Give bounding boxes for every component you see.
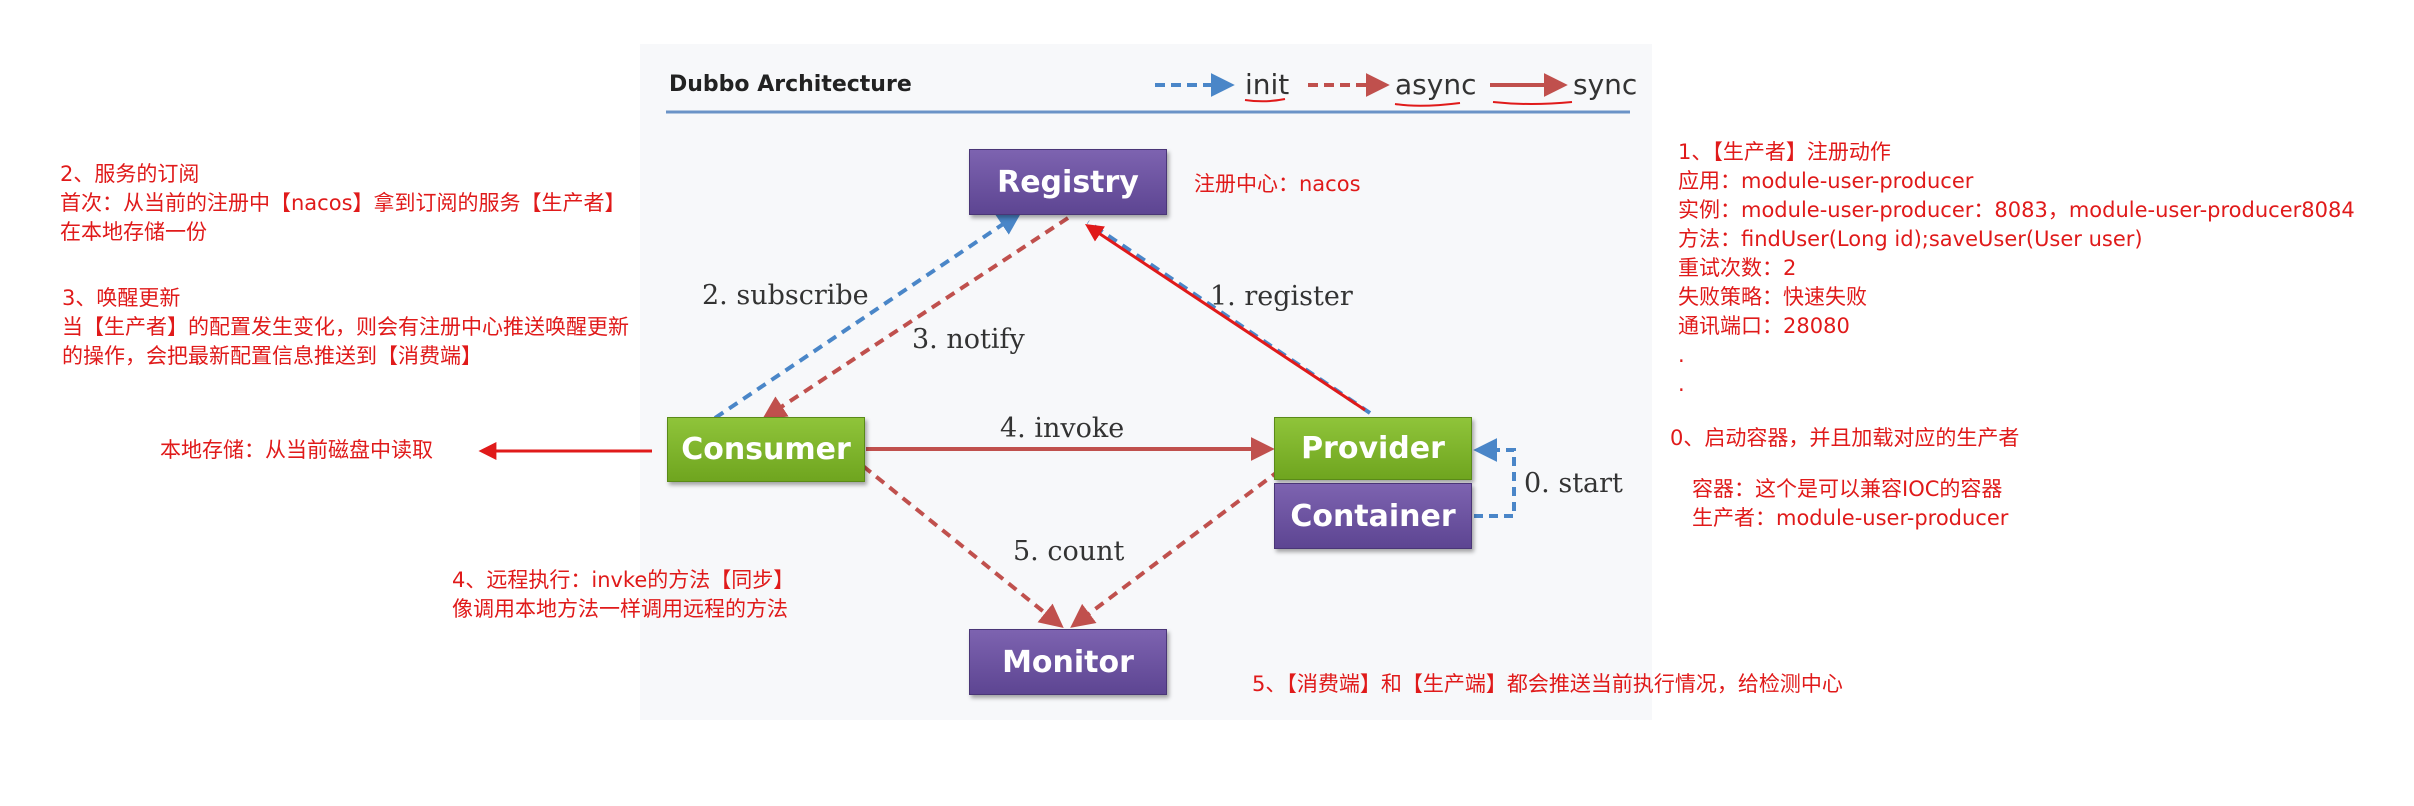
- invoke-label: 4. invoke: [1000, 413, 1125, 444]
- provider-node: Provider: [1274, 417, 1472, 480]
- count-provider-arrow: [1070, 468, 1282, 628]
- local-storage-note: 本地存储：从当前磁盘中读取: [160, 438, 433, 462]
- register-note: 1、【生产者】注册动作 应用：module-user-producer 实例：m…: [1678, 140, 2355, 396]
- register-label: 1. register: [1210, 281, 1353, 312]
- notify-note: 3、唤醒更新 当【生产者】的配置发生变化，则会有注册中心推送唤醒更新 的操作，会…: [62, 286, 629, 368]
- subscribe-note: 2、服务的订阅 首次：从当前的注册中【nacos】拿到订阅的服务【生产者】 在本…: [60, 162, 626, 244]
- start-arrow: [1473, 438, 1516, 518]
- subscribe-arrow: [713, 211, 1022, 420]
- registry-node: Registry: [969, 149, 1167, 215]
- count-consumer-arrow: [861, 464, 1064, 629]
- registry-center-note: 注册中心：nacos: [1194, 172, 1361, 196]
- legend-async-label: async: [1395, 68, 1477, 101]
- diagram-title: Dubbo Architecture: [669, 72, 912, 97]
- invoke-note: 4、远程执行：invke的方法【同步】 像调用本地方法一样调用远程的方法: [452, 568, 795, 621]
- container-note: 容器：这个是可以兼容IOC的容器 生产者：module-user-produce…: [1692, 477, 2009, 530]
- notify-arrow: [761, 216, 1070, 420]
- consumer-node: Consumer: [667, 417, 865, 482]
- monitor-node: Monitor: [969, 629, 1167, 695]
- subscribe-label: 2. subscribe: [702, 280, 869, 311]
- count-label: 5. count: [1013, 536, 1125, 567]
- legend-init-label: init: [1245, 68, 1290, 101]
- register-arrow: [1085, 224, 1366, 412]
- count-note: 5、【消费端】和【生产端】都会推送当前执行情况，给检测中心: [1252, 672, 1843, 696]
- legend-sync-label: sync: [1573, 68, 1638, 101]
- start-note: 0、启动容器，并且加载对应的生产者: [1670, 426, 2020, 450]
- notify-label: 3. notify: [912, 324, 1025, 355]
- container-node: Container: [1274, 483, 1472, 549]
- start-label: 0. start: [1524, 468, 1623, 499]
